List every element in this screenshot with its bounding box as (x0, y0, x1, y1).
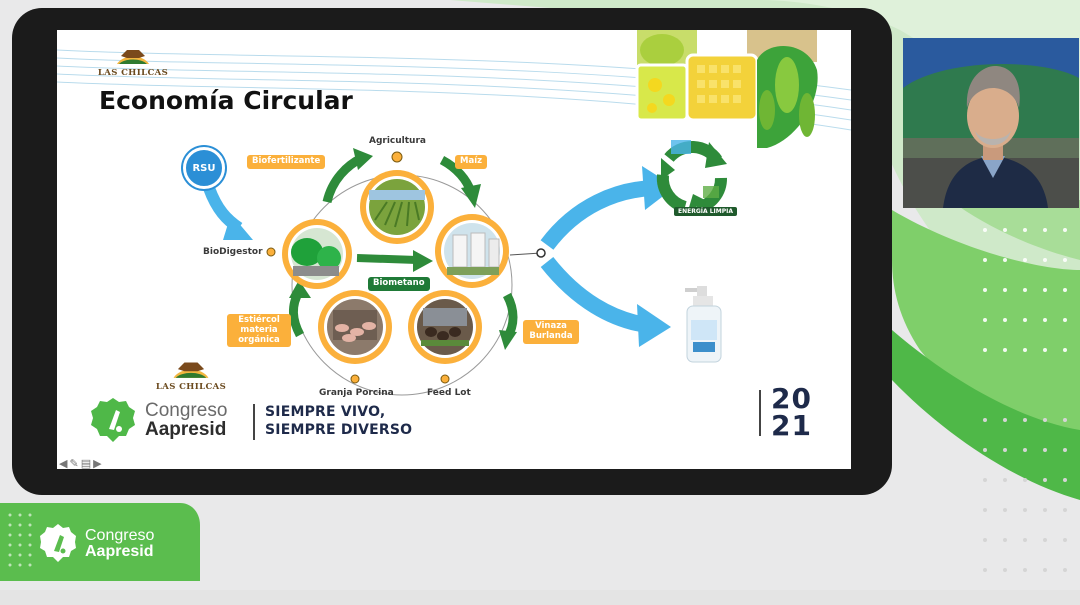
congreso-text: Congreso (145, 400, 228, 421)
presentation-slide: LAS CHILCAS Economía Circular (57, 30, 851, 472)
year-badge: 20 21 (771, 385, 812, 442)
node-biodigestor (266, 219, 352, 289)
node-granja (318, 290, 392, 384)
pen-tool-button[interactable]: ✎ (69, 457, 79, 470)
arrow-icon (353, 148, 373, 170)
tag-maiz: Maíz (455, 155, 488, 169)
prev-slide-button[interactable]: ◀ (59, 457, 68, 470)
slide-menu-button[interactable]: ▤ (80, 457, 92, 470)
recycle-icon: Bioetanol (656, 140, 729, 214)
aapresid-text: Aapresid (145, 419, 227, 440)
label-energia-limpia: ENERGÍA LIMPIA (674, 207, 738, 216)
arrow-icon (413, 250, 433, 272)
arrow-icon (289, 280, 311, 298)
brand-name-top: LAS CHILCAS (97, 68, 169, 78)
tag-vinaza: Vinaza Burlanda (523, 320, 579, 344)
footer-slogan: SIEMPRE VIVO, SIEMPRE DIVERSO (265, 404, 412, 439)
logo-icon (173, 362, 209, 378)
logo-icon (91, 398, 135, 442)
overlay-green-badge (0, 503, 200, 581)
slide-controls: ◀ ✎ ▤ ▶ (59, 458, 102, 469)
overlay-aapresid-text: Aapresid (85, 543, 154, 560)
label-agricultura: Agricultura (369, 136, 426, 146)
speaker-webcam (903, 38, 1079, 208)
las-chilcas-logo-bottom: LAS CHILCAS (153, 356, 229, 392)
footer-divider (253, 404, 255, 440)
congreso-aapresid-logo: Congreso Aapresid (89, 396, 227, 444)
arrow-icon (637, 304, 671, 347)
tag-biometano: Biometano (368, 277, 430, 291)
node-feedlot (408, 290, 482, 384)
label-biodigestor: BioDigestor (203, 247, 263, 257)
tag-estiercol: Estiércol materia orgánica (227, 314, 291, 348)
slogan-line-2: SIEMPRE DIVERSO (265, 421, 413, 438)
tag-biofertilizante: Biofertilizante (247, 155, 326, 169)
speaker-video-icon (903, 38, 1079, 208)
slide-title: Economía Circular (99, 86, 353, 115)
las-chilcas-logo-top: LAS CHILCAS (97, 44, 169, 78)
node-biogas-tanks (435, 214, 509, 288)
year-line-2: 21 (771, 408, 812, 442)
arrow-icon (461, 184, 481, 208)
screen-bottom-edge (57, 469, 851, 472)
year-line-1: 20 (771, 382, 812, 415)
arrow-icon (499, 330, 517, 350)
arrow-icon (223, 214, 253, 240)
brand-name-bottom: LAS CHILCAS (155, 382, 227, 392)
slogan-line-1: SIEMPRE VIVO, (265, 404, 386, 420)
year-divider (759, 390, 761, 436)
logo-icon (117, 50, 149, 64)
congreso-overlay-logo: Congreso Aapresid (0, 503, 200, 581)
bottle-icon (685, 286, 722, 363)
label-granja-porcina: Granja Porcina (319, 388, 394, 398)
bioetanol-label: Bioetanol (682, 175, 714, 182)
label-feed-lot: Feed Lot (427, 388, 471, 398)
overlay-congreso-text: Congreso (85, 527, 155, 544)
node-agricultura (360, 151, 434, 244)
rsu-badge: RSU (183, 147, 225, 189)
crop-photo-icon (635, 30, 818, 148)
next-slide-button[interactable]: ▶ (93, 457, 102, 470)
circular-economy-diagram: Bioetanol (203, 140, 729, 396)
